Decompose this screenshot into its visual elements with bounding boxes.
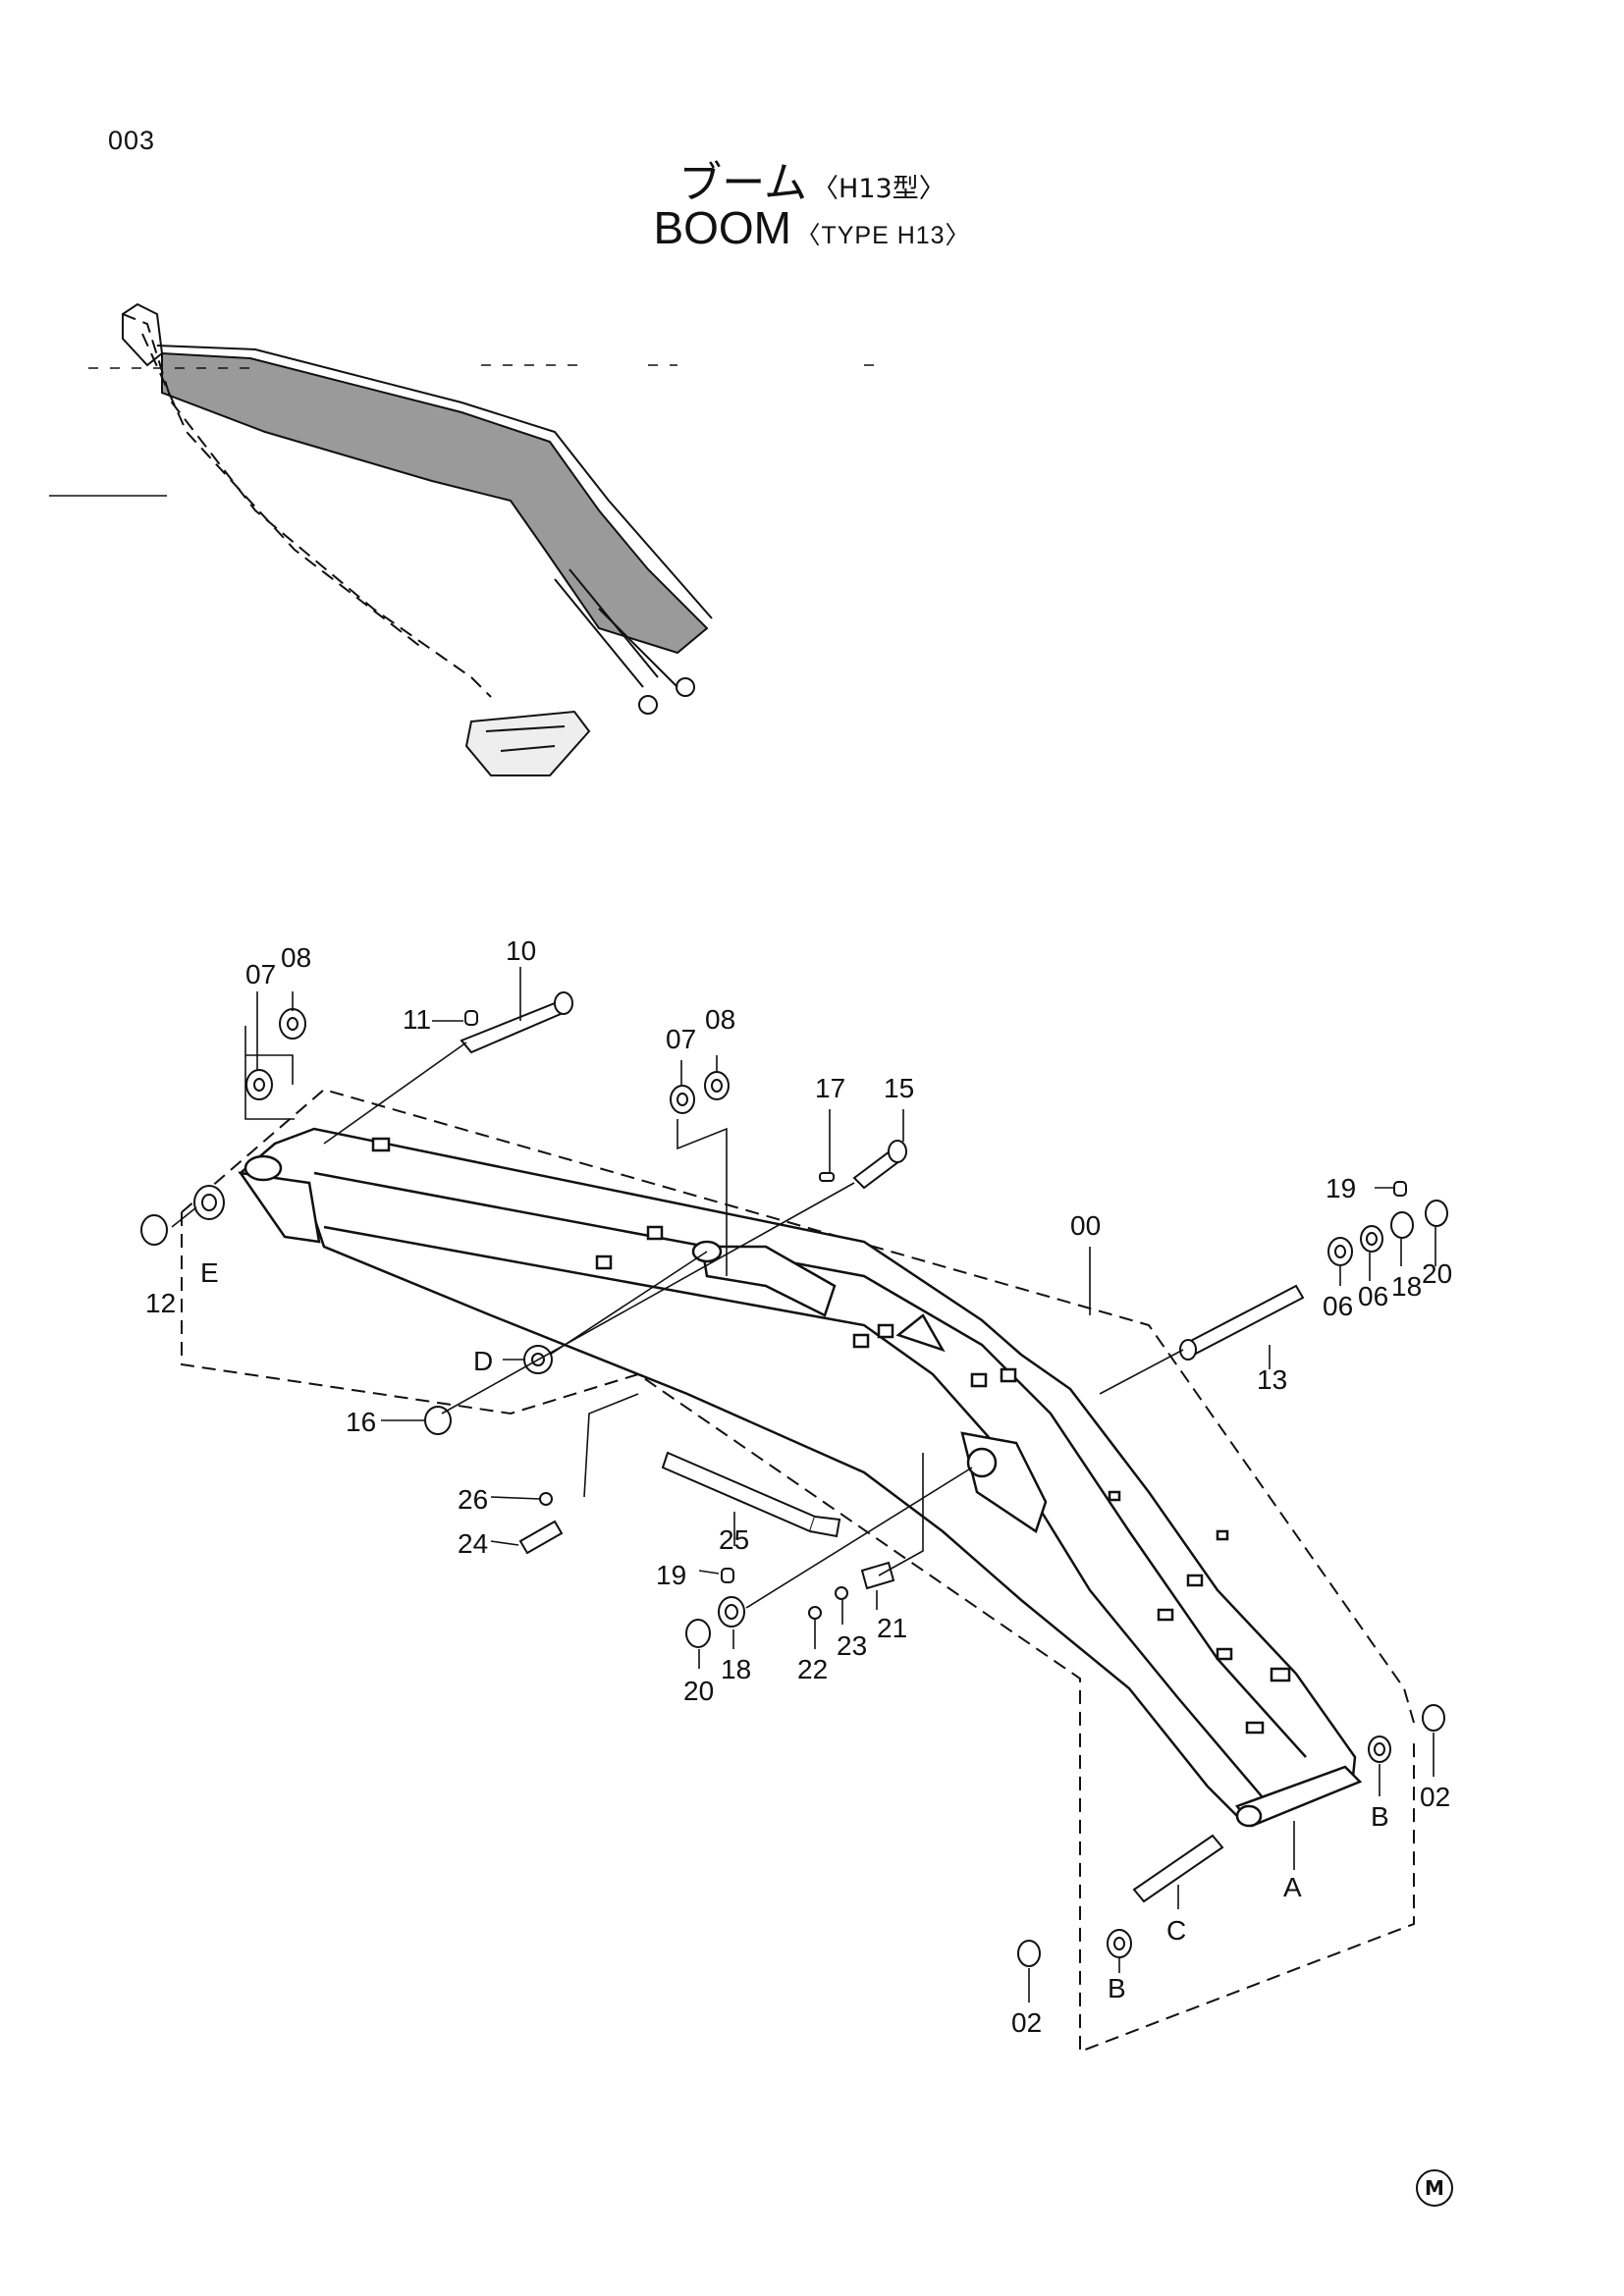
rear-bracket xyxy=(700,1245,837,1317)
callout-20a: 20 xyxy=(1422,1258,1452,1289)
overview-arm xyxy=(122,313,492,698)
part-24-pin xyxy=(518,1520,564,1555)
part-13-long-pin xyxy=(1181,1284,1305,1359)
title-jp-type: 〈H13型〉 xyxy=(812,174,946,204)
callout-A: A xyxy=(1283,1872,1302,1902)
title-en-type: 〈TYPE H13〉 xyxy=(795,222,971,249)
callout-20b: 20 xyxy=(683,1676,714,1706)
overview-bucket xyxy=(464,710,591,776)
part-21-clamp xyxy=(860,1561,895,1590)
callout-16: 16 xyxy=(346,1407,376,1437)
callout-17: 17 xyxy=(815,1073,845,1103)
callout-25: 25 xyxy=(719,1524,749,1555)
callout-08a: 08 xyxy=(281,942,311,973)
callout-19a: 19 xyxy=(1326,1173,1356,1203)
callout-11: 11 xyxy=(403,1004,431,1035)
part-C-pin xyxy=(1132,1834,1224,1903)
callout-08b: 08 xyxy=(705,1004,735,1035)
leader-lines xyxy=(171,967,1436,2002)
callout-10: 10 xyxy=(506,935,536,966)
callout-E: E xyxy=(200,1257,219,1288)
callout-23: 23 xyxy=(837,1630,867,1661)
callout-C: C xyxy=(1166,1915,1186,1946)
callout-06b: 06 xyxy=(1358,1281,1388,1311)
callout-15: 15 xyxy=(884,1073,914,1103)
page-number: 003 xyxy=(108,126,156,155)
callout-07b: 07 xyxy=(666,1024,696,1054)
callout-02a: 02 xyxy=(1420,1782,1450,1812)
boom-body xyxy=(238,1127,1363,1828)
callout-12: 12 xyxy=(145,1288,176,1318)
overview-boom-tip xyxy=(122,302,164,367)
manufacturer-mark: M xyxy=(1416,2169,1453,2207)
callout-18b: 18 xyxy=(721,1654,751,1684)
callout-Bb: B xyxy=(1108,1973,1126,2003)
overview-sketch xyxy=(49,302,884,776)
overview-boom-body xyxy=(161,351,709,655)
callout-24: 24 xyxy=(458,1528,488,1559)
callout-D: D xyxy=(473,1346,493,1376)
title-en-main: BOOM xyxy=(653,202,791,253)
title-jp-main: ブーム xyxy=(678,158,807,208)
callout-19b: 19 xyxy=(656,1560,686,1590)
callout-07a: 07 xyxy=(245,959,276,989)
callout-02b: 02 xyxy=(1011,2007,1042,2038)
callout-Ba: B xyxy=(1371,1801,1389,1832)
parts xyxy=(140,991,1448,1967)
callout-labels: 00 07 08 10 11 07 08 17 15 19 06 06 18 2… xyxy=(145,935,1452,2038)
callout-21: 21 xyxy=(877,1613,907,1643)
overview-boom-top-edge xyxy=(156,345,713,619)
callout-18a: 18 xyxy=(1391,1271,1422,1302)
assembly-outline xyxy=(181,1088,1415,2054)
title-japanese: ブーム 〈H13型〉 xyxy=(0,147,1624,210)
title-english: BOOM 〈TYPE H13〉 xyxy=(0,201,1624,254)
callout-13: 13 xyxy=(1257,1364,1287,1395)
callout-22: 22 xyxy=(797,1654,828,1684)
callout-00: 00 xyxy=(1070,1210,1101,1241)
callout-06a: 06 xyxy=(1323,1291,1353,1321)
callout-26: 26 xyxy=(458,1484,488,1515)
part-25-cylinder xyxy=(661,1451,817,1533)
part-10-pin xyxy=(460,999,569,1054)
